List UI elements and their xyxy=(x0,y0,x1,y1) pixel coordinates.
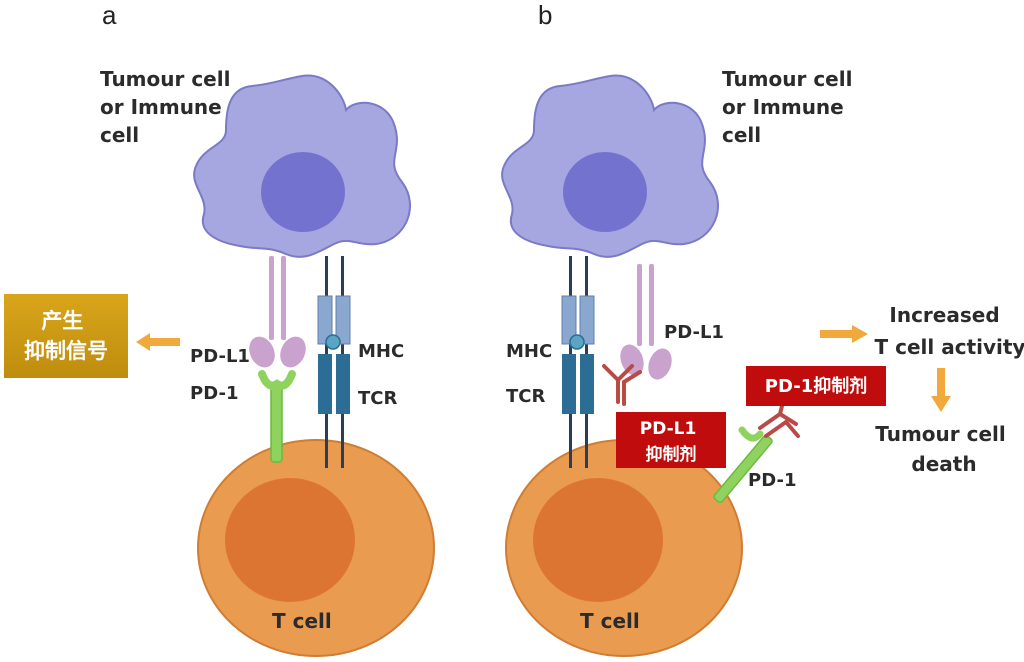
tumour-cell-label-a: Tumour cell or Immune cell xyxy=(100,67,237,147)
outcome-increased-activity: Increased T cell activity xyxy=(875,303,1024,359)
pd1-label-a: PD-1 xyxy=(190,383,238,404)
mhc-label-b: MHC xyxy=(506,341,552,362)
t-cell-label-a: T cell xyxy=(272,609,332,633)
pdl1-receptor-b xyxy=(620,264,672,380)
panel-letter-a: a xyxy=(102,0,117,30)
tumour-cell-label-b: Tumour cell or Immune cell xyxy=(722,67,859,147)
tumour-cell-a xyxy=(193,74,411,258)
pdl1-label-a: PD-L1 xyxy=(190,346,250,367)
svg-text:PD-1抑制剂: PD-1抑制剂 xyxy=(765,375,867,397)
t-cell-nucleus xyxy=(533,478,663,602)
svg-text:PD-L1 抑制剂: PD-L1 抑制剂 xyxy=(640,419,703,465)
mhc-tcr-complex-b xyxy=(561,256,595,468)
watermark-text: 知乎 @肖恩记药 xyxy=(776,606,952,634)
tumour-cell-b xyxy=(501,74,719,258)
panel-letter-b: b xyxy=(538,0,552,30)
mhc-tcr-complex-a xyxy=(317,256,351,468)
t-cell-b xyxy=(505,439,743,657)
t-cell-nucleus xyxy=(225,478,355,602)
panel-b: b Tumour cell or Immune cell T cell MHC xyxy=(501,0,1024,657)
pd1-receptor-a xyxy=(258,370,296,463)
pdl1-antibody-icon xyxy=(602,364,642,406)
pd1-label-b: PD-1 xyxy=(748,470,796,491)
tumour-nucleus xyxy=(563,152,647,232)
tumour-nucleus xyxy=(261,152,345,232)
arrow-down-icon xyxy=(931,368,951,412)
outcome-tumour-death: Tumour cell death xyxy=(875,422,1012,476)
pd1-receptor-b xyxy=(713,426,773,504)
pd1-inhibitor-box: PD-1抑制剂 xyxy=(746,366,886,406)
pdl1-label-b: PD-L1 xyxy=(664,322,724,343)
tcr-label-b: TCR xyxy=(506,386,545,407)
inhibitory-signal-box: 产生 抑制信号 xyxy=(4,294,128,378)
panel-a: a Tumour cell or Immune cell T cell xyxy=(4,0,435,657)
pdl1-inhibitor-box: PD-L1 抑制剂 xyxy=(616,412,726,468)
svg-text:产生 抑制信号: 产生 抑制信号 xyxy=(24,309,108,363)
mhc-label-a: MHC xyxy=(358,341,404,362)
t-cell-label-b: T cell xyxy=(580,609,640,633)
tcr-label-a: TCR xyxy=(358,388,397,409)
t-cell-a xyxy=(197,439,435,657)
arrow-right-icon xyxy=(820,325,868,343)
pdl1-receptor-a xyxy=(249,256,306,368)
signal-arrow-left xyxy=(136,333,180,351)
